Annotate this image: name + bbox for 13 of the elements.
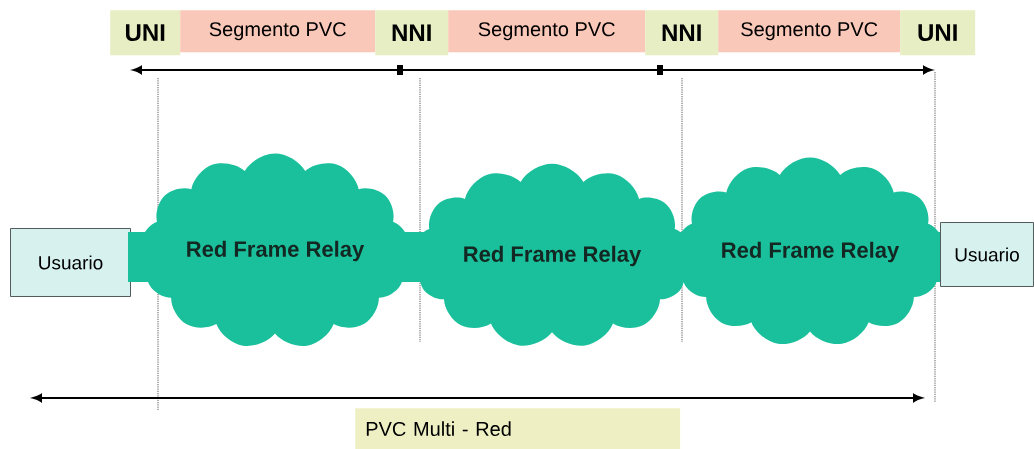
interface-label: NNI [645,10,719,56]
user-box: Usuario [10,228,131,297]
interface-label: NNI [375,10,449,56]
segment-label: Segmento PVC [718,10,901,53]
segment-label: Segmento PVC [180,10,376,53]
network-cloud: Red Frame Relay [408,163,690,346]
user-box: Usuario [940,222,1034,287]
network-pvc-label: PVC Multi - Red [355,408,681,449]
interface-label: UNI [110,10,181,56]
network-cloud: Red Frame Relay [677,157,945,345]
interface-label: UNI [900,10,976,56]
segment-label: Segmento PVC [448,10,646,53]
network-cloud: Red Frame Relay [128,153,410,346]
